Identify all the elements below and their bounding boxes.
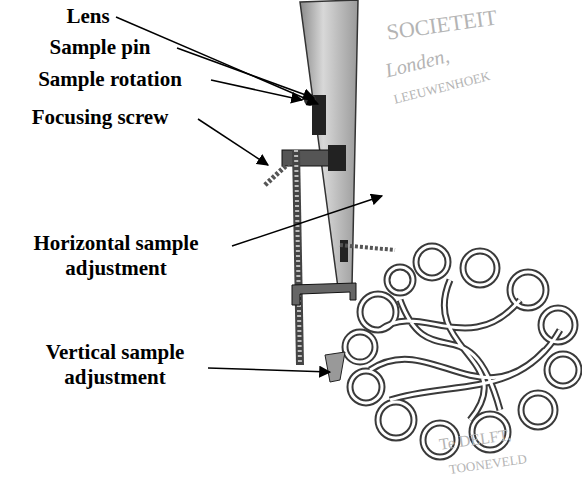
part-label: Sample rotation: [5, 67, 215, 92]
part-label: Sample pin: [20, 35, 180, 60]
part-label: Vertical sample adjustment: [15, 340, 215, 390]
ornament-knot: [345, 246, 579, 457]
part-label: Lens: [40, 4, 136, 29]
background-text: TOONEVELD: [448, 451, 528, 478]
microscope: [265, 0, 395, 382]
background-text: Londen,: [383, 44, 452, 82]
part-label: Focusing screw: [0, 105, 200, 130]
part-label: Horizontal sample adjustment: [0, 231, 232, 281]
background-text: SOCIETEIT: [385, 5, 499, 46]
